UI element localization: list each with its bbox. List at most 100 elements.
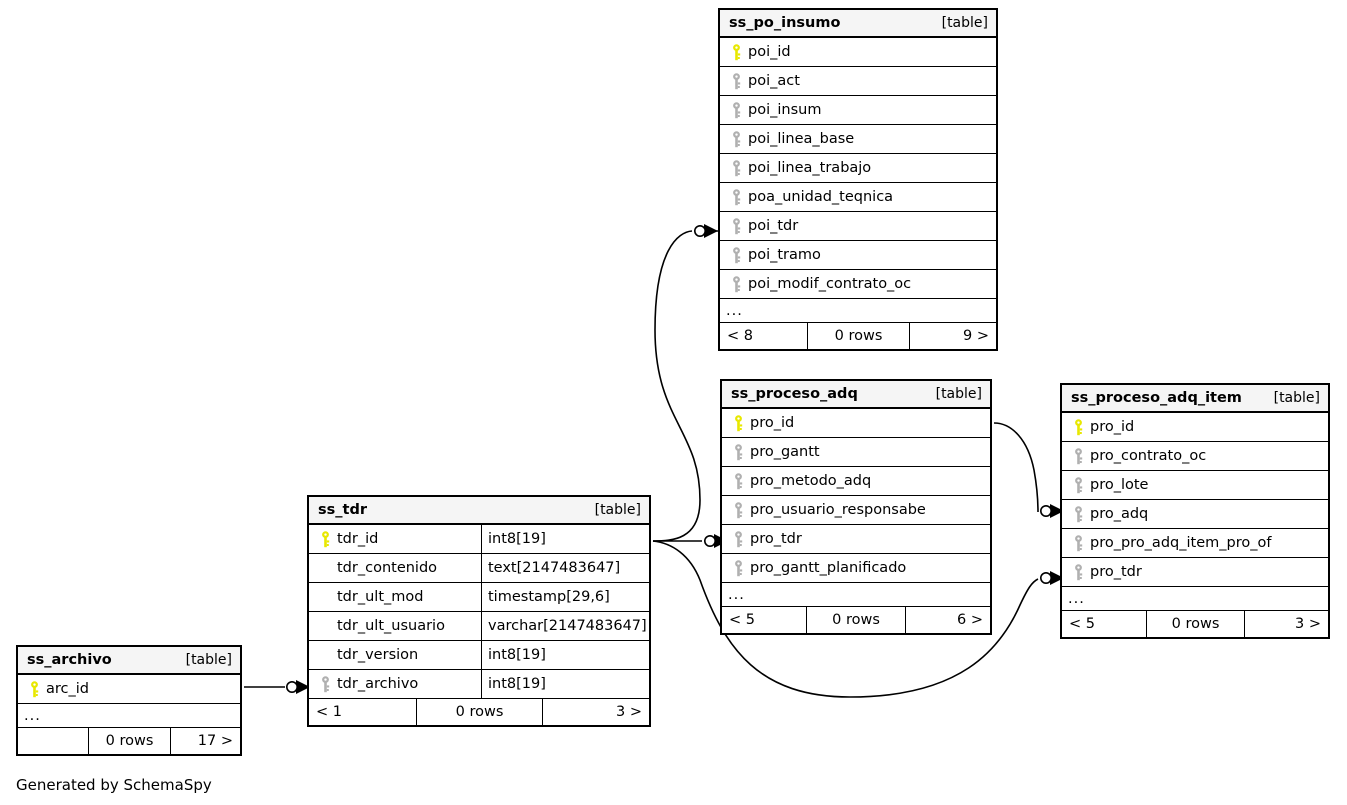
more-columns-indicator: ... bbox=[720, 299, 996, 323]
foreign-key-icon bbox=[729, 472, 747, 490]
column-name-cell: poa_unidad_teqnica bbox=[720, 188, 996, 206]
key-icon-none bbox=[316, 646, 334, 664]
table-row[interactable]: pro_usuario_responsabe bbox=[722, 496, 990, 525]
table-row[interactable]: pro_lote bbox=[1062, 471, 1328, 500]
table-row[interactable]: poi_act bbox=[720, 67, 996, 96]
table-row[interactable]: poi_modif_contrato_oc bbox=[720, 270, 996, 299]
footer-row-count: 0 rows bbox=[1146, 611, 1244, 637]
column-name: poi_id bbox=[748, 44, 791, 60]
table-type-tag: [table] bbox=[185, 652, 232, 668]
column-name-cell: poi_linea_trabajo bbox=[720, 159, 996, 177]
footer-children-count[interactable]: 6 > bbox=[905, 607, 990, 633]
footer-children-count[interactable]: 17 > bbox=[170, 728, 240, 754]
table-row[interactable]: pro_pro_adq_item_pro_of bbox=[1062, 529, 1328, 558]
table-type-tag: [table] bbox=[1273, 390, 1320, 406]
column-name-cell: poi_act bbox=[720, 72, 996, 90]
column-name: poi_tdr bbox=[748, 218, 799, 234]
key-icon-none bbox=[316, 588, 334, 606]
table-row[interactable]: pro_contrato_oc bbox=[1062, 442, 1328, 471]
footer-parents-count[interactable]: < 1 bbox=[316, 704, 342, 720]
table-type-tag: [table] bbox=[594, 502, 641, 518]
table-row[interactable]: poi_linea_base bbox=[720, 125, 996, 154]
column-name: poi_linea_base bbox=[748, 131, 855, 147]
table-row[interactable]: pro_metodo_adq bbox=[722, 467, 990, 496]
table-row[interactable]: pro_id bbox=[722, 409, 990, 438]
table-row[interactable]: arc_id bbox=[18, 675, 240, 704]
table-row[interactable]: poi_linea_trabajo bbox=[720, 154, 996, 183]
optional-marker-icon bbox=[703, 534, 716, 547]
column-name: poi_act bbox=[748, 73, 800, 89]
column-name: pro_id bbox=[750, 415, 795, 431]
foreign-key-icon bbox=[729, 530, 747, 548]
foreign-key-icon bbox=[1069, 534, 1087, 552]
table-row[interactable]: pro_tdr bbox=[722, 525, 990, 554]
footer-parents-count[interactable]: < 5 bbox=[1069, 616, 1095, 632]
table-header-ss_tdr: ss_tdr[table] bbox=[309, 497, 649, 525]
table-row[interactable]: poi_id bbox=[720, 38, 996, 67]
table-header-ss_po_insumo: ss_po_insumo[table] bbox=[720, 10, 996, 38]
crowsfoot-arrow-icon bbox=[704, 224, 718, 238]
footer-parents-count[interactable]: < 5 bbox=[729, 612, 755, 628]
column-name-cell: tdr_id bbox=[309, 530, 481, 548]
footer-parents-count[interactable]: < 8 bbox=[727, 328, 753, 344]
column-name: pro_metodo_adq bbox=[750, 473, 872, 489]
foreign-key-icon bbox=[727, 217, 745, 235]
column-name: poi_linea_trabajo bbox=[748, 160, 872, 176]
column-name-cell: poi_modif_contrato_oc bbox=[720, 275, 996, 293]
column-name-cell: tdr_ult_usuario bbox=[309, 617, 481, 635]
footer-children-count[interactable]: 9 > bbox=[909, 323, 996, 349]
column-name: pro_gantt_planificado bbox=[750, 560, 907, 576]
column-name: pro_pro_adq_item_pro_of bbox=[1090, 535, 1272, 551]
column-name: pro_tdr bbox=[750, 531, 802, 547]
optional-marker-icon bbox=[285, 680, 298, 693]
column-name: pro_adq bbox=[1090, 506, 1149, 522]
column-name-cell: pro_tdr bbox=[722, 530, 990, 548]
table-row[interactable]: poi_tdr bbox=[720, 212, 996, 241]
table-row[interactable]: poi_insum bbox=[720, 96, 996, 125]
table-title: ss_archivo bbox=[27, 652, 112, 668]
optional-marker-icon bbox=[693, 225, 706, 238]
table-row[interactable]: poa_unidad_teqnica bbox=[720, 183, 996, 212]
table-row[interactable]: poi_tramo bbox=[720, 241, 996, 270]
table-row[interactable]: pro_adq bbox=[1062, 500, 1328, 529]
endpoint-poi-tdr bbox=[693, 224, 718, 238]
foreign-key-icon bbox=[729, 501, 747, 519]
column-name: tdr_archivo bbox=[337, 676, 419, 692]
table-row[interactable]: pro_id bbox=[1062, 413, 1328, 442]
column-name: tdr_ult_mod bbox=[337, 589, 424, 605]
column-name-cell: tdr_archivo bbox=[309, 675, 481, 693]
table-row[interactable]: pro_gantt_planificado bbox=[722, 554, 990, 583]
foreign-key-icon bbox=[727, 159, 745, 177]
table-ss_po_insumo[interactable]: ss_po_insumo[table] poi_id poi_act poi_insu… bbox=[718, 8, 998, 351]
foreign-key-icon bbox=[1069, 476, 1087, 494]
table-title: ss_po_insumo bbox=[729, 15, 841, 31]
more-columns-indicator: ... bbox=[722, 583, 990, 607]
footer-children-count[interactable]: 3 > bbox=[542, 699, 649, 725]
table-row[interactable]: pro_tdr bbox=[1062, 558, 1328, 587]
table-header-ss_proceso_adq_item: ss_proceso_adq_item [table] bbox=[1062, 385, 1328, 413]
footer-parents-count[interactable] bbox=[18, 728, 88, 754]
table-title: ss_proceso_adq_item bbox=[1071, 390, 1242, 406]
table-row[interactable]: pro_gantt bbox=[722, 438, 990, 467]
footer-row-count: 0 rows bbox=[88, 728, 170, 754]
primary-key-icon bbox=[727, 43, 745, 61]
foreign-key-icon bbox=[729, 559, 747, 577]
more-columns-indicator: ... bbox=[1062, 587, 1328, 611]
column-name: pro_lote bbox=[1090, 477, 1149, 493]
footer-children-count[interactable]: 3 > bbox=[1244, 611, 1328, 637]
optional-marker-icon bbox=[1040, 571, 1053, 584]
column-type-cell: varchar[2147483647] bbox=[481, 612, 649, 640]
